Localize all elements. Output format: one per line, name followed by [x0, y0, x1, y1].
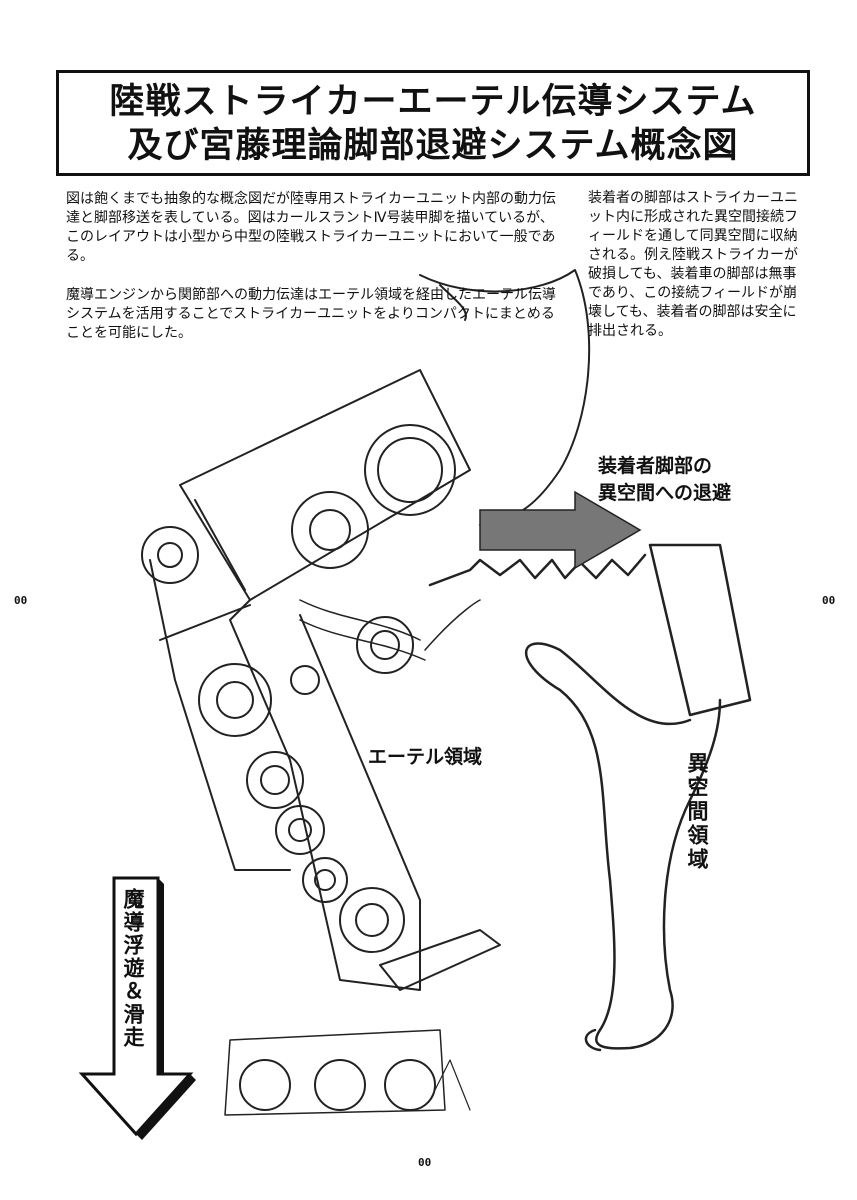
description-paragraph-2: 魔導エンジンから関節部への動力伝達はエーテル領域を経由したエーテル伝導システムを…: [66, 287, 556, 341]
description-paragraph-1: 図は飽くまでも抽象的な概念図だが陸専用ストライカーユニット内部の動力伝達と脚部移…: [66, 191, 556, 264]
page-number-bottom: 00: [418, 1156, 432, 1169]
title-line-2: 及び宮藤理論脚部退避システム概念図: [127, 126, 739, 166]
description-paragraph-3: 装着者の脚部はストライカーユニット内に形成された異空間接続フィールドを通して同異…: [588, 190, 798, 339]
down-arrow-icon: [78, 876, 196, 1140]
right-arrow-icon: [479, 490, 642, 570]
page-number-right: 00: [822, 594, 836, 607]
aether-belts: [299, 599, 481, 661]
wearer-leg-otherspace: [525, 543, 752, 1052]
connection-field-zigzag: [428, 553, 647, 587]
wearer-thigh-sketch: [419, 269, 591, 526]
title-line-1: 陸戦ストライカーエーテル伝導システム: [109, 82, 757, 122]
track-wheels: [224, 929, 501, 1116]
label-otherspace-region: 異空間領域: [685, 752, 709, 872]
title-box: 陸戦ストライカーエーテル伝導システム 及び宮藤理論脚部退避システム概念図: [56, 70, 810, 176]
page-number-left: 00: [14, 594, 28, 607]
striker-unit-casing: [149, 369, 471, 991]
label-leg-retreat: 装着者脚部の 異空間への退避: [598, 455, 732, 504]
internal-gears: [141, 424, 456, 953]
label-hover-glide: 魔導浮遊＆滑走: [121, 888, 145, 1049]
label-aether-region: エーテル領域: [368, 746, 483, 768]
